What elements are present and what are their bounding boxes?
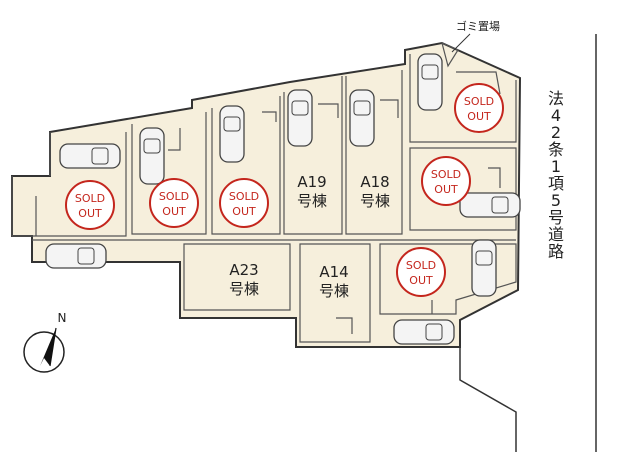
car-icon bbox=[45, 243, 107, 269]
sold-badge bbox=[219, 178, 269, 228]
car-window bbox=[425, 323, 443, 341]
lot-label-line: A18 bbox=[360, 173, 389, 191]
parking-cars bbox=[45, 53, 521, 345]
sold-badge bbox=[421, 156, 471, 206]
sold-badge bbox=[396, 247, 446, 297]
lot-label-line: OUT bbox=[78, 207, 102, 220]
lot-label-line: SOLD bbox=[431, 168, 461, 181]
lot-label-line: OUT bbox=[162, 205, 186, 218]
car-icon bbox=[219, 105, 245, 163]
car-window bbox=[475, 250, 493, 266]
lot-lot-3: SOLD OUT bbox=[219, 178, 269, 228]
lot-labels: SOLDOUTSOLDOUTSOLDOUTA19号棟A18号棟SOLDOUTSO… bbox=[65, 83, 504, 300]
lot-label-line: OUT bbox=[434, 183, 458, 196]
road-label-char: 2 bbox=[551, 123, 561, 142]
lot-lot-west: SOLD OUT bbox=[65, 180, 115, 230]
car-icon bbox=[139, 127, 165, 185]
car-icon bbox=[349, 89, 375, 147]
car-icon bbox=[393, 319, 455, 345]
car-window bbox=[143, 138, 161, 154]
lot-label-line: A19 bbox=[297, 173, 326, 191]
road-label-char: 5 bbox=[551, 191, 561, 210]
lot-label-line: OUT bbox=[232, 205, 256, 218]
lot-lot-se: SOLD OUT bbox=[396, 247, 446, 297]
lot-lines bbox=[11, 41, 517, 343]
north-arrow: N bbox=[23, 311, 67, 373]
lot-label-line: OUT bbox=[467, 110, 491, 123]
road-lines bbox=[459, 34, 597, 452]
road-label-char: 法 bbox=[548, 89, 564, 108]
lot-label-line: SOLD bbox=[75, 192, 105, 205]
road-label-char: 道 bbox=[548, 225, 564, 244]
north-arrow-icon bbox=[40, 328, 56, 366]
lot-label-line: SOLD bbox=[229, 190, 259, 203]
road-label-char: 号 bbox=[548, 208, 564, 227]
car-icon bbox=[471, 239, 497, 297]
lot-lot-2: SOLD OUT bbox=[149, 178, 199, 228]
lot-lot-ne: SOLD OUT bbox=[454, 83, 504, 133]
car-window bbox=[77, 247, 95, 265]
lot-label-line: 号棟 bbox=[229, 280, 259, 298]
car-icon bbox=[417, 53, 443, 111]
garbage-area-label: ゴミ置場 bbox=[456, 19, 500, 33]
lot-label-line: SOLD bbox=[464, 95, 494, 108]
lot-label-line: 号棟 bbox=[319, 282, 349, 300]
car-window bbox=[491, 196, 509, 214]
lot-label-line: 号棟 bbox=[360, 192, 390, 210]
car-window bbox=[223, 116, 241, 132]
road-label-char: 路 bbox=[548, 242, 564, 261]
lot-label-line: SOLD bbox=[406, 259, 436, 272]
car-window bbox=[91, 147, 109, 165]
road-label-char: 4 bbox=[551, 106, 561, 125]
car-window bbox=[353, 100, 371, 116]
sold-badge bbox=[454, 83, 504, 133]
sold-badge bbox=[149, 178, 199, 228]
road-label-char: 1 bbox=[551, 157, 561, 176]
car-window bbox=[291, 100, 309, 116]
lot-label-line: A14 bbox=[319, 263, 348, 281]
road-label-char: 条 bbox=[548, 140, 564, 159]
north-label: N bbox=[58, 311, 67, 325]
sold-badge bbox=[65, 180, 115, 230]
car-icon bbox=[459, 192, 521, 218]
road-label-char: 項 bbox=[548, 174, 564, 193]
lot-label-line: 号棟 bbox=[297, 192, 327, 210]
lot-label-line: SOLD bbox=[159, 190, 189, 203]
lot-label-line: OUT bbox=[409, 274, 433, 287]
car-icon bbox=[59, 143, 121, 169]
garbage-leader-line bbox=[451, 33, 471, 53]
lot-label-line: A23 bbox=[229, 261, 258, 279]
lot-lot-e-mid: SOLD OUT bbox=[421, 156, 471, 206]
car-icon bbox=[287, 89, 313, 147]
car-window bbox=[421, 64, 439, 80]
